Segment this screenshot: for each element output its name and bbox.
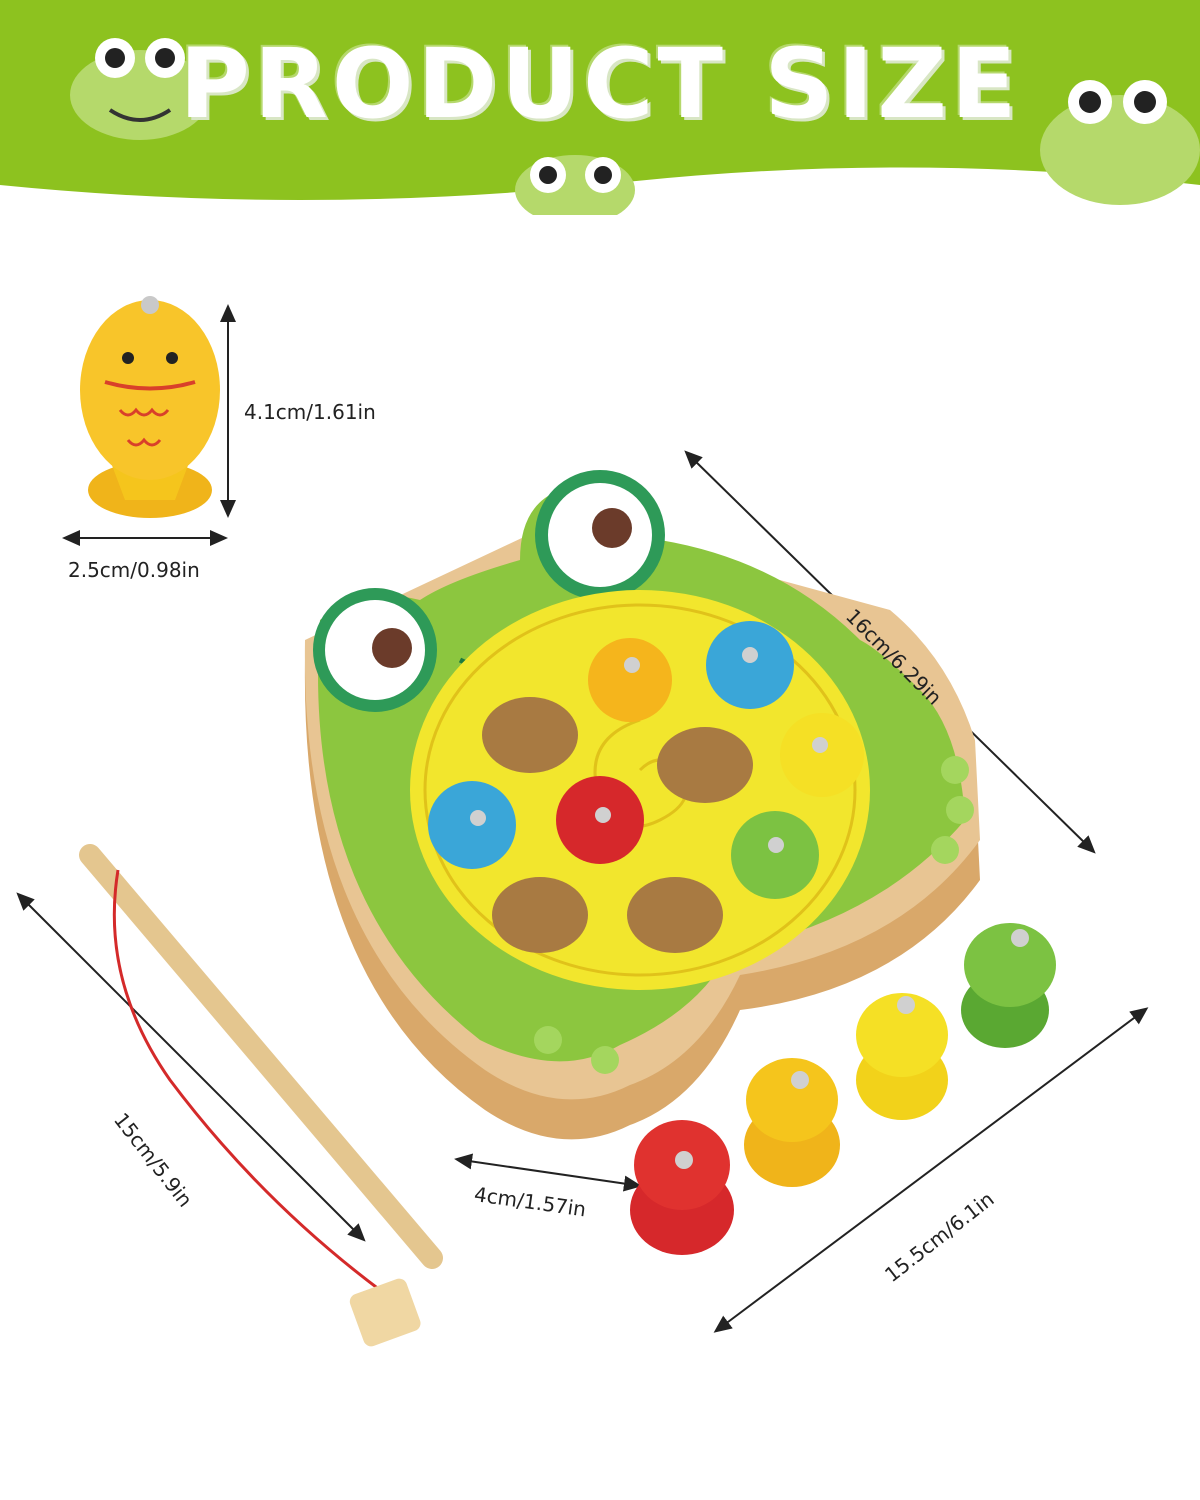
fish-piece-standing	[856, 993, 948, 1120]
frog-board	[304, 470, 980, 1140]
fish-piece	[556, 776, 644, 864]
frog-face-icon	[70, 38, 210, 140]
fish-piece	[731, 811, 819, 899]
frog-face-icon	[515, 155, 635, 215]
fish-piece-standing	[744, 1058, 840, 1187]
fish-piece-standing	[961, 923, 1056, 1048]
board-width-arrow	[713, 1007, 1149, 1333]
fishing-rod	[79, 844, 443, 1347]
banner-background	[0, 0, 1200, 215]
rod-length-arrow	[16, 892, 366, 1242]
fish-piece	[588, 638, 672, 722]
fish-piece	[706, 621, 794, 709]
header-banner: PRODUCT SIZE	[0, 0, 1200, 215]
board-thickness-arrow	[454, 1153, 642, 1192]
fish-height-label: 4.1cm/1.61in	[244, 400, 376, 424]
fish-piece	[780, 713, 864, 797]
fish-piece-single	[80, 296, 220, 518]
fish-piece	[428, 781, 516, 869]
fish-piece-standing	[630, 1120, 734, 1255]
fish-width-label: 2.5cm/0.98in	[68, 558, 200, 582]
frog-face-icon	[1040, 80, 1200, 205]
page-title: PRODUCT SIZE	[179, 28, 1021, 140]
